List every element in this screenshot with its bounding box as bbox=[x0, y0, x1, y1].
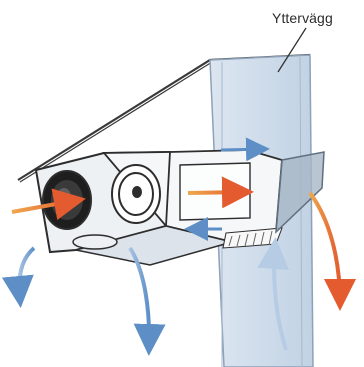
fan-icon bbox=[112, 165, 160, 223]
exhaust-air-arrow bbox=[310, 193, 340, 303]
cool-air-arrow-left bbox=[19, 248, 34, 300]
warm-air-arrow-inner bbox=[188, 192, 246, 193]
cool-air-arrow-top bbox=[221, 149, 264, 150]
bottom-disc bbox=[73, 235, 117, 249]
